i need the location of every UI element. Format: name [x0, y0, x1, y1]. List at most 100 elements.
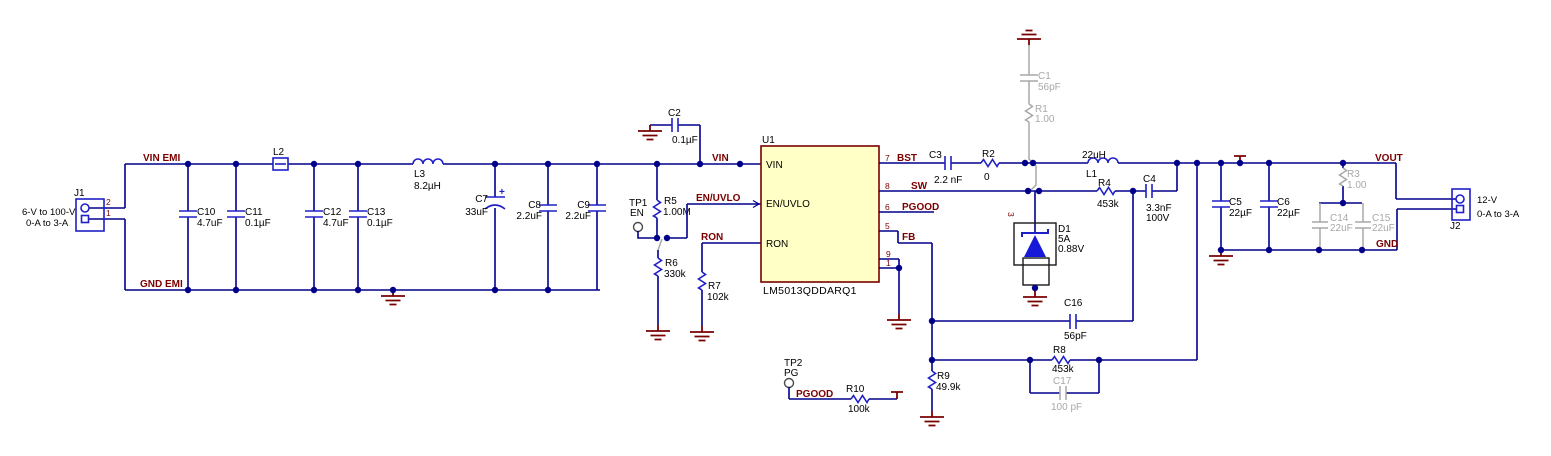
- j1-pin2-circle: [80, 203, 90, 213]
- c10-ref: C10: [197, 207, 216, 218]
- l2-body: [272, 157, 289, 171]
- capacitor-c10: C10 4.7uF: [179, 164, 223, 290]
- wire-vout-rail: [1118, 162, 1456, 200]
- c7-ref: C7: [475, 194, 488, 205]
- c8-ref: C8: [528, 200, 541, 211]
- resistor-r7: R7 102k: [689, 243, 730, 342]
- c11-plates: [227, 210, 245, 218]
- d1-triangle: [1024, 235, 1046, 257]
- r4-ref: R4: [1098, 178, 1111, 189]
- capacitor-c5: C5 22µF: [1212, 163, 1252, 250]
- c15-plates: [1355, 221, 1371, 229]
- u1-pin8-number: 8: [885, 181, 890, 191]
- j2-pin-circle: [1455, 194, 1465, 204]
- r10-ref: R10: [846, 384, 865, 395]
- connector-j1: J1 2 1 6-V to 100-V 0-A to 3-A: [22, 188, 111, 232]
- capacitor-c14-dnp: C14 22uF: [1312, 203, 1353, 250]
- power-tap-icon: [890, 391, 904, 400]
- j1-ref: J1: [74, 188, 85, 199]
- d1-value: 5A: [1058, 234, 1071, 245]
- c10-plates: [179, 210, 197, 218]
- c6-plates: [1260, 200, 1278, 208]
- resistor-r8: R8 453k: [932, 163, 1198, 375]
- c9-value: 2.2uF: [565, 211, 591, 222]
- net-label-en-uvlo: EN/UVLO: [696, 193, 741, 204]
- connector-j2: J2 12-V 0-A to 3-A: [1450, 188, 1520, 232]
- c13-ref: C13: [367, 207, 386, 218]
- r2-ref: R2: [982, 149, 995, 160]
- ground-symbol: [1022, 290, 1048, 307]
- net-label-vin: VIN: [712, 153, 729, 164]
- l3-coil: [412, 158, 444, 165]
- c13-value: 0.1µF: [367, 218, 393, 229]
- resistor-r3-dnp: R3 1.00: [1338, 163, 1367, 203]
- r3-ref: R3: [1347, 169, 1360, 180]
- d1-vf: 0.88V: [1058, 244, 1084, 255]
- r7-zigzag: [696, 271, 707, 291]
- r5-value: 1.00M: [663, 207, 691, 218]
- net-label-ron: RON: [701, 232, 723, 243]
- resistor-r2: R2 0: [980, 149, 1000, 183]
- l1-ref: L1: [1086, 169, 1098, 180]
- capacitor-c2: C2 0.1µF: [637, 108, 701, 164]
- capacitor-c17-dnp: C17 100 pF: [1029, 360, 1100, 413]
- testpoint-tp2: TP2 PG: [783, 358, 851, 400]
- r6-ref: R6: [665, 258, 678, 269]
- u1-body: [760, 145, 880, 283]
- c17-value: 100 pF: [1051, 402, 1082, 413]
- u1-pin6-number: 6: [885, 202, 890, 212]
- c2-ref: C2: [668, 108, 681, 119]
- resistor-r5: R5 1.00M: [651, 164, 691, 238]
- net-label-gnd: GND: [1376, 239, 1398, 250]
- d1-tab: [1022, 257, 1050, 286]
- capacitor-c11: C11 0.1µF: [227, 164, 271, 290]
- ferrite-bead-l2: L2: [272, 147, 289, 171]
- u1-pin9-number: 9: [886, 249, 891, 259]
- capacitor-c16: C16 56pF: [932, 191, 1134, 342]
- j1-pin2-number: 2: [106, 197, 111, 207]
- capacitor-c7: + C7 33uF: [465, 164, 506, 290]
- snubber-drop: [1028, 122, 1037, 192]
- net-label-vin-emi: VIN EMI: [143, 153, 180, 164]
- tp1-lead: [637, 231, 657, 239]
- wire-pins-9-1: [879, 258, 900, 314]
- tp2-ref: TP2: [784, 358, 803, 369]
- c12-value: 4.7uF: [323, 218, 349, 229]
- l3-ref: L3: [414, 169, 426, 180]
- wire-en-uvlo: [667, 203, 761, 239]
- j2-rating-line1: 12-V: [1477, 195, 1498, 206]
- net-label-bst: BST: [897, 153, 917, 164]
- ground-symbol: [689, 325, 715, 342]
- wire-output-gnd: [1221, 208, 1456, 251]
- c10-value: 4.7uF: [197, 218, 223, 229]
- r5-ref: R5: [664, 196, 677, 207]
- r8-value: 453k: [1052, 364, 1075, 375]
- ic-u1: U1 LM5013QDDARQ1 VIN EN/UVLO RON 7 8 6 5…: [760, 135, 891, 297]
- tp2-pad: [783, 377, 795, 389]
- wire-j1-legs: [88, 164, 126, 290]
- r6-zigzag: [652, 257, 663, 277]
- d1-cathode-bar: [1021, 229, 1049, 237]
- testpoint-tp1: TP1 EN: [629, 198, 657, 239]
- capacitor-c8: C8 2.2uF: [516, 164, 557, 290]
- j2-pin-square: [1455, 204, 1465, 214]
- r8-zigzag: [1051, 355, 1071, 366]
- c14-ref: C14: [1330, 213, 1349, 224]
- c16-ref: C16: [1064, 298, 1083, 309]
- c9-plates: [588, 204, 606, 212]
- resistor-r4: R4 453k: [1096, 178, 1120, 210]
- u1-pin5-number: 5: [885, 221, 890, 231]
- ground-symbol: [637, 124, 663, 141]
- r10-zigzag: [850, 394, 870, 405]
- c5-value: 22µF: [1229, 208, 1252, 219]
- ground-symbol: [886, 313, 912, 330]
- d1-pin-number: 3: [1006, 212, 1016, 217]
- c14-value: 22uF: [1330, 223, 1353, 234]
- u1-pin-name-vin: VIN: [766, 160, 783, 171]
- ground-symbol: [645, 324, 671, 341]
- d1-ref: D1: [1058, 224, 1071, 235]
- r9-ref: R9: [937, 371, 950, 382]
- r1-value: 1.00: [1035, 114, 1055, 125]
- u1-pin-name-en: EN/UVLO: [766, 199, 810, 210]
